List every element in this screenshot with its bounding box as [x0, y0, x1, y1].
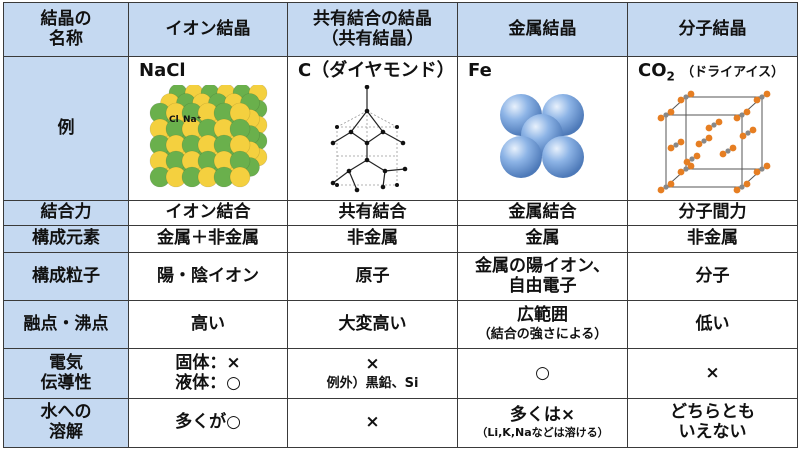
- ionic-elements: 金属＋非金属: [128, 225, 288, 253]
- ionic-conductivity: 固体：× 液体：○: [128, 348, 288, 399]
- co2-subscript: 2: [666, 69, 675, 84]
- co2-molecule: [657, 180, 674, 194]
- cl-ion-label: Cl: [169, 115, 179, 125]
- co2-molecule: [667, 138, 684, 152]
- dry-ice-lattice-image: [657, 90, 770, 194]
- iron-lattice-image: [499, 94, 584, 178]
- solubility-row: 水への 溶解 多くが○ × 多くは× （Li,K,Naなどは溶ける） どちらとも…: [3, 398, 798, 448]
- na-ion-label: Na⁺: [183, 115, 202, 125]
- molecular-conductivity: ×: [627, 348, 798, 399]
- ionic-melting: 高い: [128, 300, 288, 349]
- ionic-particles: 陽・陰イオン: [128, 252, 288, 301]
- metallic-particles: 金属の陽イオン、 自由電子: [457, 252, 628, 301]
- solubility-label-line1: 水への: [40, 402, 92, 423]
- ionic-bond-force: イオン結合: [128, 200, 288, 226]
- molecular-solubility: どちらとも いえない: [627, 398, 798, 448]
- co2-molecule: [753, 90, 770, 104]
- covalent-solubility: ×: [287, 398, 458, 448]
- molecular-bond-force: 分子間力: [627, 200, 798, 226]
- metallic-bond-force: 金属結合: [457, 200, 628, 226]
- conductivity-label-line2: 伝導性: [40, 372, 92, 393]
- dry-ice-note: （ドライアイス）: [681, 65, 785, 80]
- molecular-solubility-line1: どちらとも: [670, 402, 755, 423]
- solubility-label-line2: 溶解: [49, 422, 83, 442]
- example-row-label: 例: [3, 56, 129, 201]
- covalent-particles: 原子: [287, 252, 458, 301]
- melting-label: 融点・沸点: [3, 300, 129, 349]
- co2-molecule: [695, 134, 712, 148]
- conductivity-label: 電気 伝導性: [3, 348, 129, 399]
- covalent-conductivity: × 例外）黒鉛、Si: [287, 348, 458, 399]
- co-text: CO: [638, 60, 667, 81]
- ionic-solubility: 多くが○: [128, 398, 288, 448]
- ionic-formula: NaCl: [139, 60, 186, 81]
- metallic-melting: 広範囲 （結合の強さによる）: [457, 300, 628, 349]
- solubility-label: 水への 溶解: [3, 398, 129, 448]
- metallic-solubility: 多くは× （Li,K,Naなどは溶ける）: [457, 398, 628, 448]
- nacl-lattice-image: Cl Na⁺: [149, 85, 268, 188]
- metallic-particles-line1: 金属の陽イオン、: [475, 255, 610, 276]
- metallic-elements: 金属: [457, 225, 628, 253]
- metallic-melting-note: （結合の強さによる）: [477, 326, 608, 342]
- melting-row: 融点・沸点 高い 大変高い 広範囲 （結合の強さによる） 低い: [3, 300, 798, 349]
- covalent-melting: 大変高い: [287, 300, 458, 349]
- elements-row: 構成元素 金属＋非金属 非金属 金属 非金属: [3, 225, 798, 253]
- metallic-formula: Fe: [468, 60, 492, 81]
- covalent-conductivity-note: 例外）黒鉛、Si: [326, 375, 419, 391]
- particles-row: 構成粒子 陽・陰イオン 原子 金属の陽イオン、 自由電子 分子: [3, 252, 798, 301]
- metallic-solubility-value: 多くは×: [509, 404, 576, 425]
- molecular-example-cell: CO2 （ドライアイス）: [627, 56, 798, 201]
- conductivity-label-line1: 電気: [49, 352, 83, 373]
- covalent-example-cell: C（ダイヤモンド）: [287, 56, 458, 201]
- molecular-solubility-line2: いえない: [678, 422, 747, 442]
- bond-force-row: 結合力 イオン結合 共有結合 金属結合 分子間力: [3, 200, 798, 226]
- covalent-bond-force: 共有結合: [287, 200, 458, 226]
- header-row: 結晶の 名称 イオン結晶 共有結合の結晶 （共有結晶） 金属結晶 分子結晶: [3, 2, 798, 57]
- molecular-particles: 分子: [627, 252, 798, 301]
- ionic-crystal-header: イオン結晶: [128, 2, 288, 57]
- metallic-melting-value: 広範囲: [517, 305, 568, 326]
- elements-label: 構成元素: [3, 225, 129, 253]
- conductivity-row: 電気 伝導性 固体：× 液体：○ × 例外）黒鉛、Si ○ ×: [3, 348, 798, 399]
- molecular-elements: 非金属: [627, 225, 798, 253]
- co2-molecule: [733, 180, 750, 194]
- ionic-conductivity-liquid: 液体：○: [175, 372, 241, 393]
- crystal-comparison-table: 結晶の 名称 イオン結晶 共有結合の結晶 （共有結晶） 金属結晶 分子結晶 例 …: [3, 2, 798, 448]
- co2-molecule: [657, 108, 674, 122]
- ionic-conductivity-solid: 固体：×: [175, 352, 241, 373]
- metallic-solubility-note: （Li,K,Naなどは溶ける）: [476, 426, 609, 440]
- covalent-formula: C（ダイヤモンド）: [298, 60, 455, 81]
- bond-force-label: 結合力: [3, 200, 129, 226]
- metallic-particles-line2: 自由電子: [508, 275, 577, 296]
- co2-molecule: [683, 152, 700, 166]
- co2-molecule: [705, 118, 722, 132]
- diamond-lattice-image: [330, 85, 407, 193]
- nacl-ion-sphere: [229, 166, 251, 188]
- metallic-crystal-header: 金属結晶: [457, 2, 628, 57]
- co2-molecule: [753, 162, 770, 176]
- co2-molecule: [719, 144, 736, 158]
- example-row: 例 NaCl Cl Na⁺ C（ダイヤモンド）: [3, 56, 798, 201]
- molecular-melting: 低い: [627, 300, 798, 349]
- molecular-formula: CO2 （ドライアイス）: [638, 60, 785, 84]
- particles-label: 構成粒子: [3, 252, 129, 301]
- covalent-crystal-header: 共有結合の結晶 （共有結晶）: [287, 2, 458, 57]
- metallic-conductivity: ○: [457, 348, 628, 399]
- co2-molecule: [733, 108, 750, 122]
- covalent-conductivity-value: ×: [365, 354, 380, 375]
- co2-molecule: [677, 90, 694, 104]
- covalent-header-line1: 共有結合の結晶: [313, 8, 432, 29]
- ionic-example-cell: NaCl Cl Na⁺: [128, 56, 288, 201]
- covalent-elements: 非金属: [287, 225, 458, 253]
- corner-header: 結晶の 名称: [3, 2, 129, 57]
- metallic-example-cell: Fe: [457, 56, 628, 201]
- molecular-crystal-header: 分子結晶: [627, 2, 798, 57]
- covalent-header-line2: （共有結晶）: [321, 28, 424, 49]
- co2-molecule: [739, 126, 756, 140]
